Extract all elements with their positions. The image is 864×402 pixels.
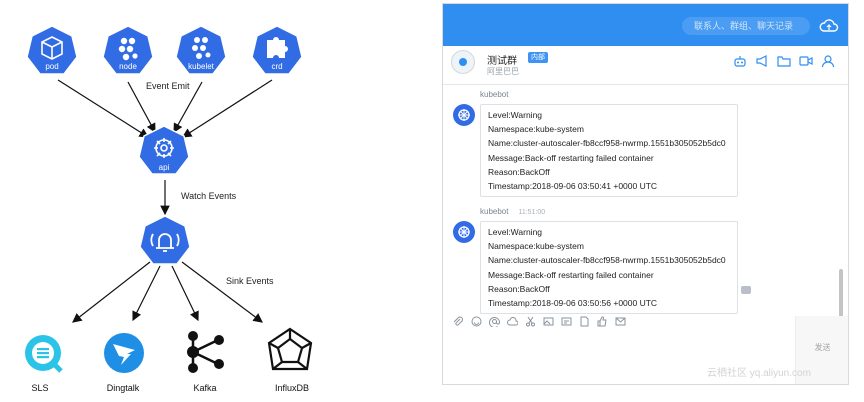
api-label: api [159, 163, 170, 172]
kubernetes-wheel-icon [458, 109, 470, 121]
node-label: node [119, 62, 137, 71]
robot-icon[interactable] [733, 54, 747, 68]
message-line: Message:Back-off restarting failed conta… [488, 152, 654, 163]
message-line: Reason:BackOff [488, 283, 550, 294]
send-button[interactable]: 发送 [814, 343, 831, 352]
kafka-label: Kafka [193, 383, 216, 393]
message-line: Level:Warning [488, 110, 543, 120]
scissors-icon[interactable] [525, 316, 536, 327]
emoji-icon[interactable] [471, 316, 482, 327]
message-line: Timestamp:2018-09-06 03:50:41 +0000 UTC [488, 181, 658, 192]
megaphone-icon[interactable] [755, 54, 769, 68]
group-avatar[interactable] [451, 50, 475, 74]
message-bubble: Level:Warning Namespace:kube-system Name… [480, 104, 738, 198]
message-line: Message:Back-off restarting failed conta… [488, 269, 654, 280]
search-input[interactable]: 联系人、群组、聊天记录 [682, 17, 810, 35]
watch-events-label: Watch Events [181, 191, 237, 201]
message-line: Name:cluster-autoscaler-fb8ccf958-nwrmp.… [488, 138, 726, 149]
pod-label: pod [45, 62, 58, 71]
kafka-sink: Kafka [187, 331, 224, 393]
puzzle-icon [267, 37, 288, 58]
group-subtitle: 阿里巴巴 [487, 67, 519, 76]
crd-node: crd [251, 25, 303, 75]
pod-node: pod [26, 25, 78, 75]
message-line: Level:Warning [488, 227, 543, 237]
message-line: Namespace:kube-system [488, 124, 584, 135]
message-sender: kubebot [480, 90, 509, 99]
emit-arrows [57, 79, 273, 138]
top-bar: 联系人、群组、聊天记录 [443, 4, 848, 46]
dingtalk-sink: Dingtalk [104, 333, 144, 393]
dingtalk-label: Dingtalk [107, 383, 140, 393]
image-icon[interactable] [543, 316, 554, 327]
message-line: Namespace:kube-system [488, 241, 584, 252]
folder-icon[interactable] [777, 54, 791, 68]
send-area: 发送 [795, 316, 848, 384]
influxdb-icon [267, 327, 313, 371]
sls-label: SLS [31, 383, 48, 393]
kubernetes-wheel-icon [458, 226, 470, 238]
file-icon[interactable] [561, 316, 572, 327]
eventer-sink-node [139, 215, 191, 265]
influxdb-sink: InfluxDB [267, 327, 313, 393]
message-time: 11:51:00 [518, 209, 546, 216]
dingtalk-chat-window: 联系人、群组、聊天记录 测试群 内部 阿里巴巴 kubebot Level:Wa… [442, 3, 849, 385]
group-tag-badge: 内部 [528, 52, 548, 63]
message-line: Reason:BackOff [488, 166, 550, 177]
cube-icon [41, 36, 63, 60]
dingtalk-icon [104, 333, 144, 373]
kubelet-icon [192, 37, 211, 59]
scrollbar[interactable] [839, 269, 843, 317]
kubebot-avatar[interactable] [453, 104, 475, 126]
sls-icon [25, 335, 63, 373]
kubelet-node: kubelet [175, 25, 227, 75]
sink-arrows [72, 261, 263, 323]
kubelet-label: kubelet [188, 62, 215, 71]
cloud-icon[interactable] [507, 316, 518, 327]
read-status-icon[interactable] [741, 286, 751, 294]
node-icon [118, 37, 138, 61]
thumbs-up-icon[interactable] [597, 316, 608, 327]
members-icon[interactable] [821, 54, 835, 68]
cloud-upload-icon[interactable] [819, 16, 839, 36]
node-node: node [102, 25, 154, 75]
api-node: api [138, 125, 190, 175]
influxdb-label: InfluxDB [275, 383, 309, 393]
watermark: 云栖社区 yq.aliyun.com [707, 368, 811, 379]
kubebot-avatar[interactable] [453, 221, 475, 243]
message-bubble: Level:Warning Namespace:kube-system Name… [480, 221, 738, 315]
message-line: Name:cluster-autoscaler-fb8ccf958-nwrmp.… [488, 255, 726, 266]
document-icon[interactable] [579, 316, 590, 327]
chat-header: 测试群 内部 阿里巴巴 [443, 46, 848, 85]
attachment-icon[interactable] [453, 316, 464, 327]
group-name[interactable]: 测试群 [487, 56, 517, 67]
alarm-bell-icon [150, 233, 180, 252]
api-icon [154, 138, 174, 158]
event-emit-label: Event Emit [146, 81, 190, 91]
crd-label: crd [271, 62, 282, 71]
video-call-icon[interactable] [799, 54, 813, 68]
kafka-icon [187, 331, 224, 373]
sls-sink: SLS [25, 335, 63, 393]
sink-events-label: Sink Events [226, 276, 274, 286]
mention-icon[interactable] [489, 316, 500, 327]
input-toolbar [443, 316, 793, 332]
mail-icon[interactable] [615, 316, 626, 327]
message-line: Timestamp:2018-09-06 03:50:56 +0000 UTC [488, 298, 658, 309]
event-flow-diagram: Event Emit Watch Events Sink Events pod … [25, 25, 313, 393]
